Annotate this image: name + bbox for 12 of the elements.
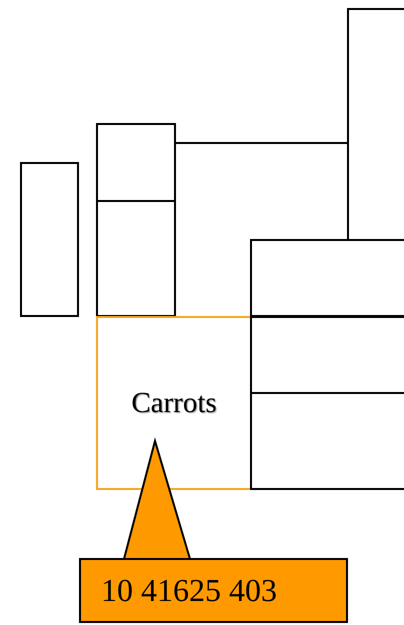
boundary-line bbox=[176, 142, 347, 144]
callout-pointer bbox=[122, 437, 192, 560]
plot-label: Carrots bbox=[131, 386, 217, 420]
plot-box bbox=[347, 8, 404, 241]
plot-box bbox=[96, 123, 176, 202]
plot-box bbox=[250, 392, 404, 490]
callout-text: 10 41625 403 bbox=[101, 572, 277, 609]
plot-box bbox=[250, 239, 404, 317]
plot-box bbox=[20, 162, 79, 317]
highlighted-plot bbox=[96, 316, 252, 490]
plot-box bbox=[96, 200, 176, 317]
plot-box bbox=[250, 316, 404, 394]
